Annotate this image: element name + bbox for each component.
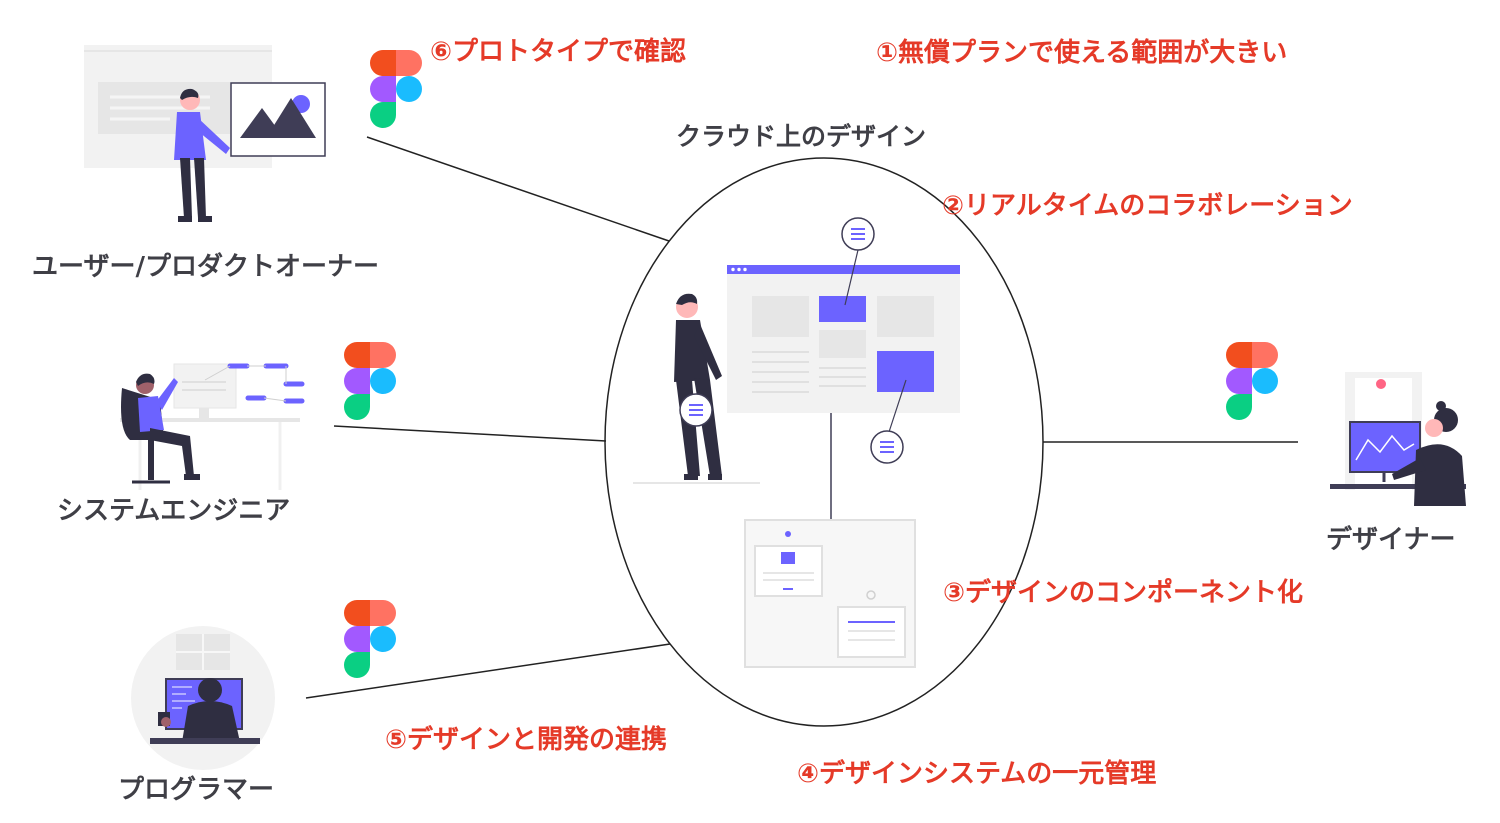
mountain-image-icon	[240, 95, 316, 138]
connector-programmer	[305, 643, 671, 699]
connector-user-owner	[366, 136, 670, 242]
center-title: クラウド上のデザイン	[676, 122, 927, 151]
programmer-illustration	[131, 626, 275, 770]
designer-illustration	[1330, 372, 1466, 506]
feature-label-3: ③デザインのコンポーネント化	[943, 578, 1304, 608]
feature-label-1: ①無償プランで使える範囲が大きい	[876, 38, 1288, 68]
connector-system-engineer	[333, 425, 607, 442]
feature-label-6: ⑥プロトタイプで確認	[430, 37, 687, 67]
cloud-design-ellipse	[604, 157, 1044, 727]
figma-logo-icon	[370, 50, 422, 128]
connector-lines	[305, 136, 1298, 699]
role-label-system-engineer: システムエンジニア	[57, 496, 291, 526]
figma-logo-icon	[344, 342, 396, 420]
feature-label-4: ④デザインシステムの一元管理	[797, 759, 1157, 789]
feature-label-5: ⑤デザインと開発の連携	[385, 725, 668, 755]
system-engineer-illustration	[120, 363, 305, 490]
center-wireframe-illustration	[633, 217, 960, 520]
user-owner-illustration	[84, 45, 326, 222]
figma-logo-icon	[344, 600, 396, 678]
role-label-user-owner: ユーザー/プロダクトオーナー	[32, 252, 379, 282]
center-component-panel	[744, 519, 916, 668]
role-label-designer: デザイナー	[1326, 525, 1456, 555]
role-label-programmer: プログラマー	[118, 775, 275, 805]
figma-logo-icon	[1226, 342, 1278, 420]
feature-label-2: ②リアルタイムのコラボレーション	[942, 191, 1353, 221]
